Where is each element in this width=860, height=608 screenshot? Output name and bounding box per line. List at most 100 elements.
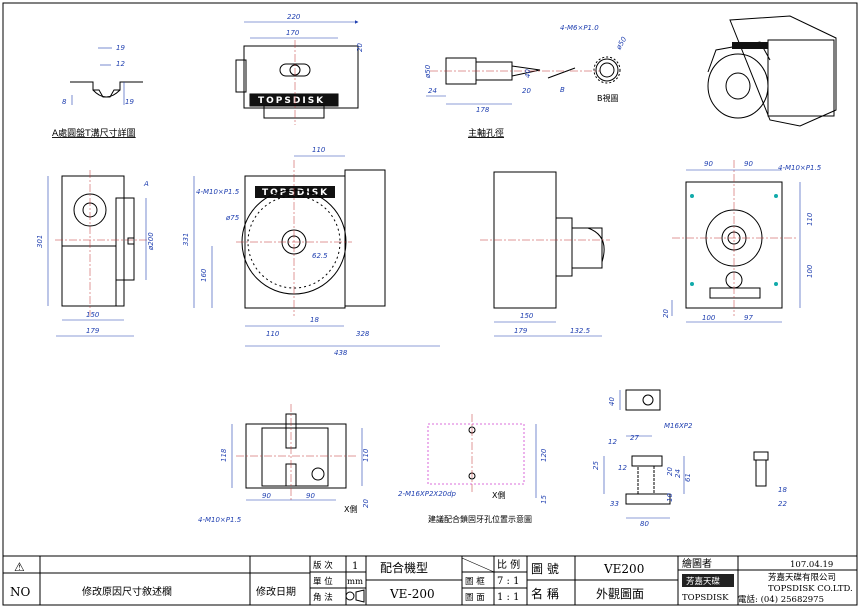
mark-a: A bbox=[143, 180, 149, 188]
isometric-view bbox=[707, 15, 837, 127]
date-value: 107.04.19 bbox=[790, 560, 833, 570]
dim-19b: 19 bbox=[125, 98, 134, 106]
logo-en: TOPSDISK bbox=[682, 593, 729, 603]
projection-icon bbox=[345, 591, 355, 601]
dim-m16: M16XP2 bbox=[664, 422, 693, 430]
revise-reason-label: 修改原因尺寸敘述欄 bbox=[82, 585, 172, 598]
logo-cn: 芳嘉天碟 bbox=[686, 576, 721, 587]
dim-thread-top: 4-M6×P1.0 bbox=[560, 24, 599, 32]
dim-15: 15 bbox=[540, 495, 548, 504]
scale-label: 比 例 bbox=[497, 558, 520, 571]
dim-179b: 179 bbox=[514, 327, 528, 335]
model-label: 配合機型 bbox=[380, 560, 428, 575]
left-side-view: 301 ø200 150 179 A bbox=[36, 170, 155, 337]
dim-d75: ø75 bbox=[225, 214, 240, 222]
title-block: ⚠ NO 修改原因尺寸敘述欄 修改日期 版 次 1 單 位 mm 角 法 配合機… bbox=[3, 555, 857, 606]
dim-328: 328 bbox=[356, 330, 370, 338]
dim-12: 12 bbox=[116, 60, 125, 68]
dim-160: 160 bbox=[200, 268, 208, 282]
dim-118: 118 bbox=[220, 448, 228, 462]
angle-label: 角 法 bbox=[313, 592, 333, 603]
dim-24b: 24 bbox=[674, 469, 682, 478]
bottom-view: 118 110 90 90 20 4-M10×P1.5 X側 bbox=[198, 404, 370, 524]
dim-24: 24 bbox=[428, 87, 437, 95]
side-x-label: X側 bbox=[344, 504, 357, 514]
dim-20b: 20 bbox=[522, 87, 531, 95]
dim-331: 331 bbox=[182, 233, 190, 246]
dim-thread-right: 4-M10×P1.5 bbox=[778, 164, 822, 172]
company-phone: 電話: (04) 25682975 bbox=[738, 594, 824, 605]
dim-18b: 18 bbox=[778, 486, 787, 494]
caption-suggest: 建議配合鎖固牙孔位置示意圖 bbox=[428, 514, 532, 524]
dim-20a: 20 bbox=[356, 43, 364, 52]
caption-spindle: 主軸孔徑 bbox=[468, 127, 504, 139]
no-label: NO bbox=[10, 585, 31, 599]
version-value: 1 bbox=[352, 561, 358, 572]
dim-27: 27 bbox=[630, 434, 639, 442]
dim-110d: 110 bbox=[362, 448, 370, 462]
dim-150a: 150 bbox=[86, 311, 100, 319]
dim-12b: 12 bbox=[608, 438, 617, 446]
dim-20e: 20 bbox=[666, 467, 674, 476]
dim-438: 438 bbox=[334, 349, 348, 357]
dim-d200: ø200 bbox=[147, 232, 155, 251]
dim-178: 178 bbox=[476, 106, 490, 114]
dim-thread-front: 4-M10×P1.5 bbox=[196, 188, 240, 196]
dim-100a: 100 bbox=[806, 264, 814, 278]
side-x2-label: X側 bbox=[492, 490, 505, 500]
dim-12c: 12 bbox=[618, 464, 627, 472]
dim-d50a: ø50 bbox=[424, 64, 432, 79]
dim-110a: 110 bbox=[312, 146, 326, 154]
front-view: TOPSDISK 110 4-M10×P1.5 ø75 62.5 331 160… bbox=[182, 146, 440, 357]
face-label: 圖 面 bbox=[465, 593, 485, 603]
clamp-detail: 40 M16XP2 12 27 25 12 20 24 61 33 10 80 … bbox=[592, 389, 787, 528]
name-label: 名 稱 bbox=[531, 586, 559, 601]
dim-110c: 110 bbox=[806, 212, 814, 226]
dim-301a: 301 bbox=[36, 235, 44, 248]
tap-label: 2-M16XP2X20dp bbox=[398, 490, 457, 498]
rear-side-view: 150 179 132.5 bbox=[480, 171, 610, 337]
dim-62-5: 62.5 bbox=[312, 252, 328, 260]
revision-triangle: ⚠ bbox=[14, 560, 25, 574]
dim-90a: 90 bbox=[704, 160, 713, 168]
dim-150b: 150 bbox=[520, 312, 534, 320]
name-value: 外觀圖面 bbox=[596, 587, 644, 601]
t-slot-detail: 19 12 8 19 A處圓盤T溝尺寸詳圖 bbox=[52, 44, 143, 139]
top-view-logo: TOPSDISK bbox=[258, 96, 325, 106]
version-label: 版 次 bbox=[313, 560, 333, 571]
dim-33: 33 bbox=[610, 500, 619, 508]
company-en: TOPSDISK CO.LTD. bbox=[768, 584, 853, 594]
dim-20c: 20 bbox=[662, 309, 670, 318]
dim-132-5: 132.5 bbox=[570, 327, 591, 335]
dim-90c: 90 bbox=[262, 492, 271, 500]
dim-120: 120 bbox=[540, 448, 548, 462]
dim-40: 40 bbox=[608, 397, 616, 406]
company-logo bbox=[682, 574, 734, 587]
suggest-hole-view: 120 15 2-M16XP2X20dp X側 建議配合鎖固牙孔位置示意圖 bbox=[398, 414, 548, 524]
dim-20d: 20 bbox=[362, 499, 370, 508]
dim-22: 22 bbox=[778, 500, 787, 508]
dim-d50b: ø50 bbox=[614, 35, 628, 52]
dim-179a: 179 bbox=[86, 327, 100, 335]
spindle-bore: ø50 40 24 20 178 B 4-M6×P1.0 ø50 B視圖 主軸孔… bbox=[424, 24, 629, 139]
dim-61: 61 bbox=[684, 473, 692, 482]
drawer-label: 繪圖者 bbox=[682, 557, 712, 570]
dim-97: 97 bbox=[744, 314, 753, 322]
dim-110b: 110 bbox=[266, 330, 280, 338]
right-face-view: 90 90 4-M10×P1.5 110 100 20 100 97 bbox=[662, 160, 822, 323]
dim-thread-bottom: 4-M10×P1.5 bbox=[198, 516, 242, 524]
face-value: 1 : 1 bbox=[497, 592, 519, 603]
model-value: VE-200 bbox=[389, 587, 435, 601]
dim-220: 220 bbox=[287, 13, 301, 21]
dim-80: 80 bbox=[640, 520, 649, 528]
drawing-no-value: VE200 bbox=[603, 562, 644, 576]
dim-90d: 90 bbox=[306, 492, 315, 500]
unit-value: mm bbox=[347, 577, 363, 587]
company-cn: 芳嘉天碟有限公司 bbox=[768, 572, 836, 583]
dim-25: 25 bbox=[592, 461, 600, 470]
front-view-logo: TOPSDISK bbox=[262, 188, 329, 198]
drawing-no-label: 圖 號 bbox=[531, 562, 559, 576]
dim-d40: 40 bbox=[524, 69, 532, 78]
caption-a-detail: A處圓盤T溝尺寸詳圖 bbox=[52, 127, 136, 139]
